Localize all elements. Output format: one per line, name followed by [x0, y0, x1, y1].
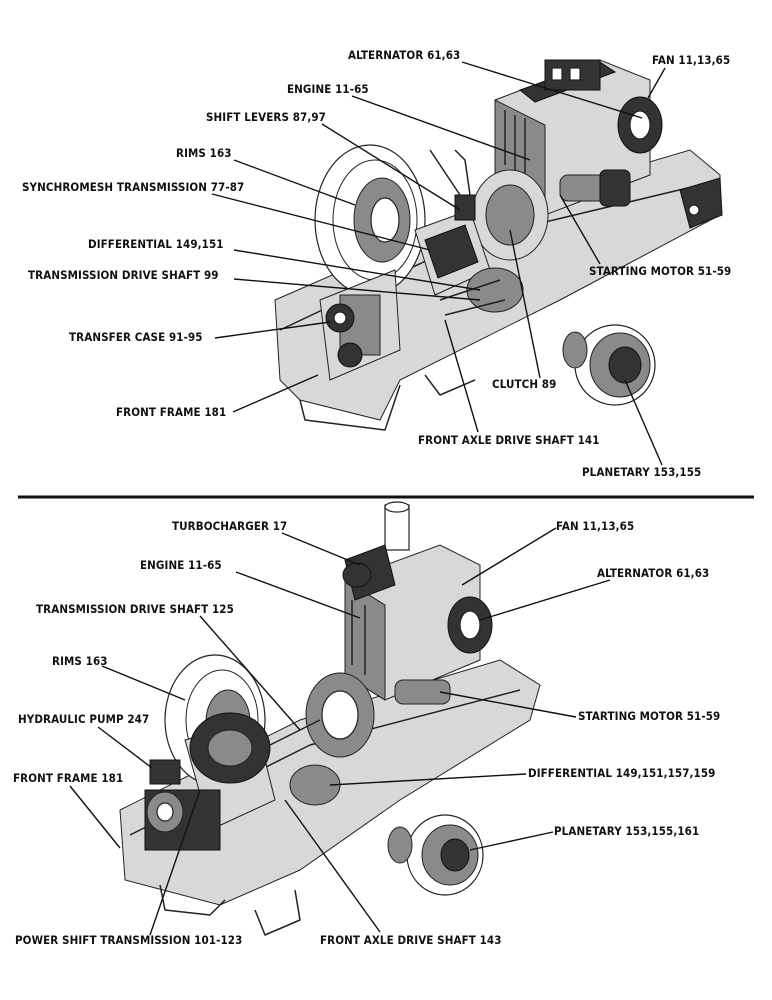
label-fan-bottom: FAN 11,13,65: [556, 519, 634, 533]
label-rims-bottom: RIMS 163: [52, 654, 108, 668]
label-alternator-top: ALTERNATOR 61,63: [348, 48, 460, 62]
bottom-labels: TURBOCHARGER 17 FAN 11,13,65 ENGINE 11-6…: [13, 519, 720, 947]
top-labels: ALTERNATOR 61,63 FAN 11,13,65 ENGINE 11-…: [22, 48, 731, 479]
planetary-bottom: [387, 814, 484, 896]
label-front-axle-top: FRONT AXLE DRIVE SHAFT 141: [418, 433, 600, 447]
label-starting-motor-top: STARTING MOTOR 51-59: [589, 264, 731, 278]
top-illustration: [274, 59, 723, 431]
label-drive-shaft-bottom: TRANSMISSION DRIVE SHAFT 125: [36, 602, 234, 616]
transfer-case-top: [319, 269, 401, 381]
label-front-axle-bottom: FRONT AXLE DRIVE SHAFT 143: [320, 933, 502, 947]
label-starting-motor-bottom: STARTING MOTOR 51-59: [578, 709, 720, 723]
top-leaders: [211, 61, 666, 466]
label-turbo-bottom: TURBOCHARGER 17: [172, 519, 287, 533]
label-engine-bottom: ENGINE 11-65: [140, 558, 222, 572]
label-front-frame-top: FRONT FRAME 181: [116, 405, 226, 419]
fan-top: [617, 96, 663, 154]
power-shift-bottom: [144, 712, 276, 851]
label-drive-shaft-top: TRANSMISSION DRIVE SHAFT 99: [28, 268, 219, 282]
label-planetary-top: PLANETARY 153,155: [582, 465, 701, 479]
label-power-shift-bottom: POWER SHIFT TRANSMISSION 101-123: [15, 933, 242, 947]
label-transfer-case-top: TRANSFER CASE 91-95: [69, 330, 203, 344]
bottom-illustration: [119, 501, 541, 936]
label-clutch-top: CLUTCH 89: [492, 377, 556, 391]
differential-top: [466, 267, 524, 313]
starter-top: [559, 169, 631, 207]
label-planetary-bottom: PLANETARY 153,155,161: [554, 824, 699, 838]
label-synchromesh-top: SYNCHROMESH TRANSMISSION 77-87: [22, 180, 244, 194]
label-fan-top: FAN 11,13,65: [652, 53, 730, 67]
label-differential-top: DIFFERENTIAL 149,151: [88, 237, 224, 251]
hydraulic-pump-bottom: [149, 759, 181, 785]
transmission-top: [414, 149, 549, 296]
label-rims-top: RIMS 163: [176, 146, 232, 160]
label-shift-levers-top: SHIFT LEVERS 87,97: [206, 110, 326, 124]
label-engine-top: ENGINE 11-65: [287, 82, 369, 96]
label-front-frame-bottom: FRONT FRAME 181: [13, 771, 123, 785]
engine-bottom: [342, 501, 481, 701]
planetary-top: [562, 324, 656, 406]
bottom-leaders: [69, 527, 611, 936]
label-alternator-bottom: ALTERNATOR 61,63: [597, 566, 709, 580]
label-differential-bottom: DIFFERENTIAL 149,151,157,159: [528, 766, 715, 780]
label-hydraulic-pump-bottom: HYDRAULIC PUMP 247: [18, 712, 149, 726]
